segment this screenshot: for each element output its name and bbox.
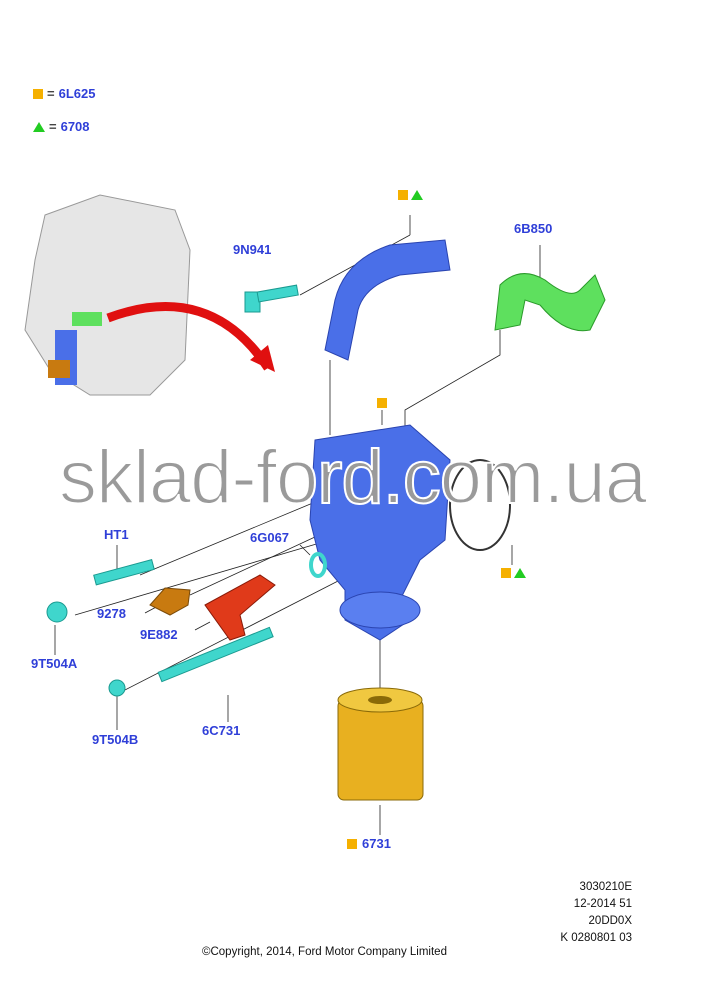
seal-6G067 bbox=[309, 552, 327, 578]
ref-line: 3030210E bbox=[579, 881, 632, 893]
part-label[interactable]: 6731 bbox=[362, 836, 391, 851]
part-label[interactable]: 9T504A bbox=[31, 656, 78, 671]
symbol-marker bbox=[377, 398, 387, 408]
part-label[interactable]: HT1 bbox=[104, 527, 129, 542]
hose-6B850 bbox=[494, 273, 606, 332]
square-icon bbox=[33, 88, 43, 99]
o-ring-gasket bbox=[449, 459, 511, 551]
watermark: sklad-ford.com.ua bbox=[58, 435, 648, 520]
part-label[interactable]: 9N941 bbox=[233, 242, 272, 257]
engine-inset-image bbox=[24, 194, 191, 396]
symbol-marker bbox=[398, 190, 423, 200]
legend-item-triangle: = 6708 bbox=[33, 119, 90, 134]
square-icon bbox=[398, 190, 408, 200]
triangle-icon bbox=[33, 121, 45, 132]
triangle-icon bbox=[411, 190, 423, 200]
ref-line: 12-2014 51 bbox=[573, 898, 632, 910]
arrow-head bbox=[250, 345, 275, 372]
triangle-icon bbox=[514, 568, 526, 578]
arrow-red bbox=[106, 302, 272, 371]
coolant-pipe-part bbox=[324, 239, 451, 361]
square-icon bbox=[347, 839, 357, 849]
symbol-marker bbox=[347, 839, 357, 849]
plug-9T504B bbox=[108, 679, 126, 697]
connector-9E882 bbox=[204, 574, 276, 641]
copyright: ©Copyright, 2014, Ford Motor Company Lim… bbox=[202, 946, 447, 958]
symbol-marker bbox=[501, 568, 526, 578]
square-icon bbox=[501, 568, 511, 578]
part-label[interactable]: 9E882 bbox=[140, 627, 178, 642]
part-label[interactable]: 6G067 bbox=[250, 530, 290, 545]
ref-line: K 0280801 03 bbox=[560, 932, 632, 944]
part-label[interactable]: 6B850 bbox=[514, 221, 553, 236]
bolt-9N941 bbox=[244, 284, 299, 313]
square-icon bbox=[377, 398, 387, 408]
legend-item-square: = 6L625 bbox=[33, 86, 95, 101]
part-label[interactable]: 6C731 bbox=[202, 723, 241, 738]
ref-line: 20DD0X bbox=[588, 915, 632, 927]
pin-HT1 bbox=[93, 559, 155, 586]
part-label[interactable]: 9T504B bbox=[92, 732, 139, 747]
leader-lines bbox=[54, 215, 541, 835]
sensor-9278 bbox=[149, 587, 191, 616]
bolt-6C731 bbox=[157, 626, 274, 683]
plug-9T504A bbox=[46, 601, 68, 623]
part-label[interactable]: 9278 bbox=[97, 606, 126, 621]
oil-filter-6731 bbox=[337, 687, 424, 801]
